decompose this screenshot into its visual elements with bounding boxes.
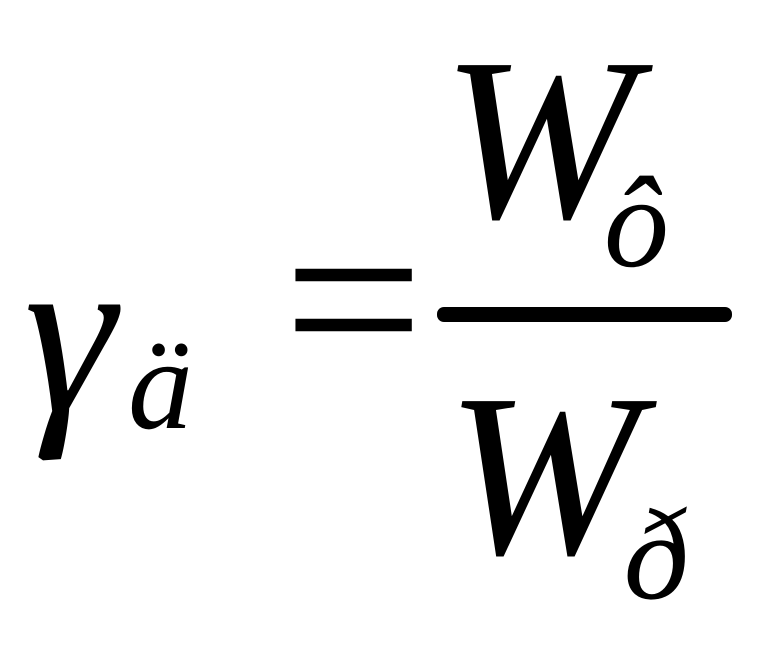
lhs-subscript: ä: [128, 313, 193, 457]
fraction-bar: [437, 307, 732, 322]
equals-sign: =: [283, 161, 424, 438]
lhs-gamma-symbol: γ: [24, 205, 116, 462]
denominator-w-symbol: W: [446, 347, 640, 604]
numerator-w-symbol: W: [442, 11, 636, 268]
numerator-subscript: ô: [604, 151, 669, 295]
denominator-subscript: ð: [624, 483, 689, 627]
